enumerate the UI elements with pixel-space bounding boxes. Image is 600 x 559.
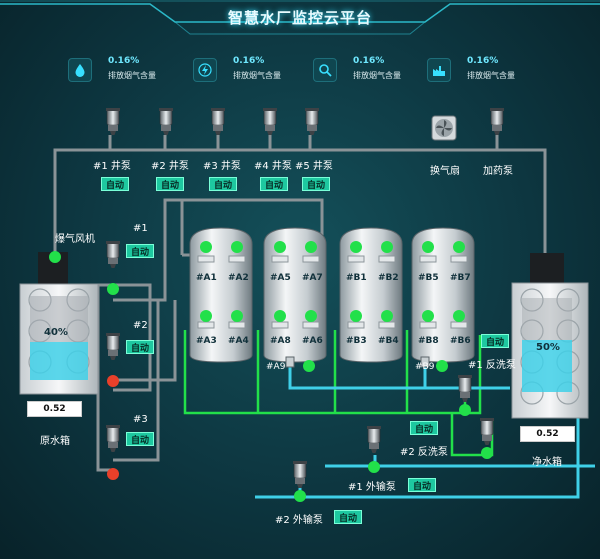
lift-pump-1-auto-button[interactable]: 自动 [126, 244, 154, 258]
valve-label: #A1 [196, 273, 217, 283]
stat-item-2: 0.16% 排放烟气含量 [193, 54, 303, 86]
backwash-pump-1-auto-button[interactable]: 自动 [481, 334, 509, 348]
status-lamps [49, 251, 493, 502]
raw-tank-label: 原水箱 [40, 436, 70, 447]
raw-water-pipes [53, 135, 547, 472]
stat-value: 0.16% [467, 56, 499, 66]
raw-tank-level-text: 40% [44, 327, 68, 338]
well-pump-1-label: #1 井泵 [93, 161, 131, 172]
stat-value: 0.16% [233, 56, 265, 66]
magnifier-icon [313, 58, 337, 82]
exhaust-fan-graphic [431, 115, 457, 141]
transfer-pump-2-label: #2 外输泵 [275, 515, 323, 526]
transfer-pump-1-label: #1 外输泵 [348, 482, 396, 493]
backwash-pump-1-label: #1 反洗泵 [468, 360, 516, 371]
transfer-pump-2-auto-button[interactable]: 自动 [334, 510, 362, 524]
lift-pump-3-label: #3 [133, 414, 148, 425]
stat-label: 排放烟气含量 [108, 71, 156, 80]
valve-label: #A3 [196, 336, 217, 346]
header-frame [0, 0, 600, 35]
stat-label: 排放烟气含量 [467, 71, 515, 80]
valve-label: #B3 [346, 336, 367, 346]
stat-item-1: 0.16% 排放烟气含量 [68, 54, 178, 86]
valve-label: #B4 [378, 336, 399, 346]
well-pump-2-label: #2 井泵 [151, 161, 189, 172]
lift-pump-2-auto-button[interactable]: 自动 [126, 340, 154, 354]
well-pump-4-label: #4 井泵 [254, 161, 292, 172]
clean-water-tank-graphic [511, 253, 589, 419]
valve-label: #B7 [450, 273, 471, 283]
backwash-pump-2-auto-button[interactable]: 自动 [410, 421, 438, 435]
outlet-valves [285, 356, 430, 368]
well-pump-3-label: #3 井泵 [203, 161, 241, 172]
lightning-icon [193, 58, 217, 82]
raw-tank-reading: 0.52 [27, 401, 82, 417]
lift-pump-1-label: #1 [133, 223, 148, 234]
dosing-pump-label: 加药泵 [483, 166, 513, 177]
stat-value: 0.16% [353, 56, 385, 66]
stat-item-3: 0.16% 排放烟气含量 [313, 54, 423, 86]
stat-value: 0.16% [108, 56, 140, 66]
well-pump-5-label: #5 井泵 [295, 161, 333, 172]
stat-label: 排放烟气含量 [233, 71, 281, 80]
clean-tank-reading: 0.52 [520, 426, 575, 442]
water-drop-icon [68, 58, 92, 82]
backwash-pipes [183, 330, 494, 457]
exhaust-fan-label: 换气扇 [430, 166, 460, 177]
valve-label: #A4 [228, 336, 249, 346]
valve-label: #A7 [302, 273, 323, 283]
valve-label: #B6 [450, 336, 471, 346]
clean-tank-level-text: 50% [536, 342, 560, 353]
well-pump-1-auto-button[interactable]: 自动 [101, 177, 129, 191]
valve-label: #A6 [302, 336, 323, 346]
valve-b9-label: #B9 [415, 362, 435, 372]
aeration-fan-label: 爆气风机 [55, 234, 95, 245]
valve-label: #A5 [270, 273, 291, 283]
raw-water-tank-graphic [19, 252, 99, 395]
page-title: 智慧水厂监控云平台 [227, 9, 372, 27]
valve-label: #B5 [418, 273, 439, 283]
well-pump-5-auto-button[interactable]: 自动 [302, 177, 330, 191]
lift-pump-2-label: #2 [133, 320, 148, 331]
valve-label: #B2 [378, 273, 399, 283]
header: 智慧水厂监控云平台 [0, 0, 600, 40]
clean-tank-label: 净水箱 [532, 457, 562, 468]
valve-a9-label: #A9 [266, 362, 286, 372]
lift-pump-3-auto-button[interactable]: 自动 [126, 432, 154, 446]
valve-label: #A2 [228, 273, 249, 283]
valve-label: #B1 [346, 273, 367, 283]
backwash-pump-2-label: #2 反洗泵 [400, 447, 448, 458]
stat-label: 排放烟气含量 [353, 71, 401, 80]
valve-label: #B8 [418, 336, 439, 346]
well-pump-4-auto-button[interactable]: 自动 [260, 177, 288, 191]
stat-item-4: 0.16% 排放烟气含量 [427, 54, 537, 86]
filter-tanks-graphic [189, 227, 475, 363]
valve-label: #A8 [270, 336, 291, 346]
transfer-pump-1-auto-button[interactable]: 自动 [408, 478, 436, 492]
well-pump-3-auto-button[interactable]: 自动 [209, 177, 237, 191]
well-pump-2-auto-button[interactable]: 自动 [156, 177, 184, 191]
factory-icon [427, 58, 451, 82]
